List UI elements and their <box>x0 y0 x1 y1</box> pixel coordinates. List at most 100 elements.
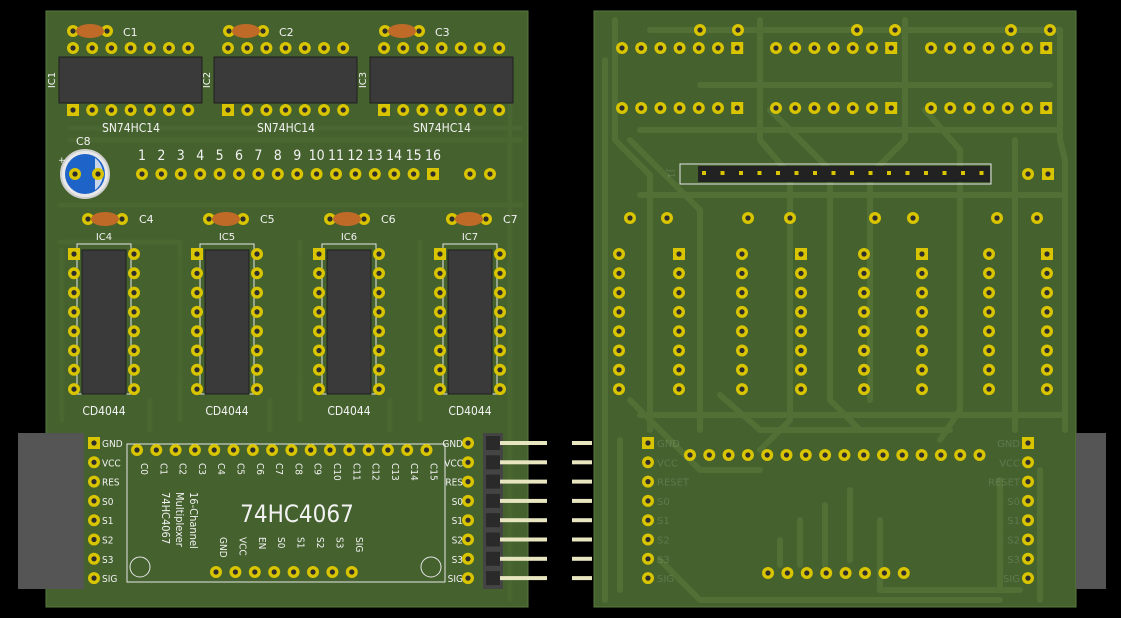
j1-pin <box>794 171 799 175</box>
header-number: 8 <box>274 148 282 164</box>
drill-hole <box>715 45 721 51</box>
back-control-label: S2 <box>657 536 670 547</box>
drill-hole <box>197 171 203 177</box>
drill-hole <box>128 45 134 51</box>
drill-hole <box>497 328 503 334</box>
control-label: RES <box>102 478 120 489</box>
drill-hole <box>437 270 443 276</box>
drill-hole <box>497 290 503 296</box>
drill-hole <box>966 105 973 111</box>
header-pin-long <box>490 460 547 465</box>
drill-hole <box>798 290 804 296</box>
header-pin-long <box>490 576 547 581</box>
drill-hole <box>321 45 327 51</box>
drill-hole <box>477 45 483 51</box>
drill-hole <box>166 107 172 113</box>
header-pin-short <box>572 518 592 523</box>
ic-body <box>58 56 203 104</box>
drill-hole <box>381 107 387 113</box>
capacitor-body <box>388 24 416 38</box>
drill-hole <box>71 309 77 315</box>
drill-hole <box>616 309 622 315</box>
drill-hole <box>677 105 683 111</box>
drill-hole <box>664 215 670 221</box>
drill-hole <box>627 215 633 221</box>
back-control-label: S0 <box>657 497 670 508</box>
control-label: S1 <box>452 516 463 527</box>
drill-hole <box>244 45 250 51</box>
drill-hole <box>376 251 382 257</box>
drill-hole <box>458 107 464 113</box>
drill-hole <box>869 105 875 111</box>
drill-hole <box>850 45 856 51</box>
capacitor-body <box>333 212 361 226</box>
drill-hole <box>194 309 200 315</box>
back-control-label: VCC <box>657 458 678 469</box>
drill-hole <box>773 45 779 51</box>
header-pin-base <box>486 571 500 586</box>
drill-hole <box>888 45 894 51</box>
drill-hole <box>616 367 622 373</box>
header-pin-long <box>490 537 547 542</box>
drill-hole <box>316 290 322 296</box>
header-pin-long <box>490 498 547 503</box>
drill-hole <box>676 290 682 296</box>
header-pin-short <box>572 479 592 484</box>
drill-hole <box>1044 367 1050 373</box>
back-control-label: SIG <box>1003 574 1020 585</box>
drill-hole <box>1044 290 1050 296</box>
drill-hole <box>861 452 867 458</box>
drill-hole <box>739 290 745 296</box>
drill-hole <box>465 575 471 581</box>
drill-hole <box>439 45 445 51</box>
drill-hole <box>316 328 322 334</box>
drill-hole <box>899 452 905 458</box>
drill-hole <box>1043 105 1049 111</box>
drill-hole <box>465 536 471 543</box>
drill-hole <box>72 171 78 177</box>
drill-hole <box>645 536 651 543</box>
drill-hole <box>158 171 164 177</box>
drill-hole <box>271 569 277 575</box>
j1-ref: J1 <box>665 168 676 178</box>
drill-hole <box>1024 105 1030 111</box>
drill-hole <box>316 367 322 373</box>
drill-hole <box>901 570 907 576</box>
drill-hole <box>372 171 378 177</box>
drill-hole <box>676 251 682 257</box>
drill-hole <box>391 171 397 177</box>
drill-hole <box>986 347 992 354</box>
drill-hole <box>244 107 250 113</box>
j1-pin <box>776 171 780 175</box>
channel-label: C7 <box>273 463 284 475</box>
drill-hole <box>497 347 503 354</box>
module-desc: Multiplexer <box>173 492 186 548</box>
drill-hole <box>616 386 622 392</box>
drill-hole <box>263 45 269 51</box>
header-pin-long <box>490 441 547 445</box>
ic-body <box>81 249 127 395</box>
capacitor-label: C3 <box>435 26 450 39</box>
header-pin-long <box>490 479 547 484</box>
ic-ref: IC1 <box>47 72 58 88</box>
drill-hole <box>831 105 837 111</box>
channel-label: C10 <box>331 463 342 481</box>
drill-hole <box>131 386 137 392</box>
module-desc: 74HC4067 <box>159 492 172 544</box>
drill-hole <box>1045 171 1051 177</box>
drill-hole <box>416 28 422 34</box>
drill-hole <box>811 105 818 111</box>
drill-hole <box>888 105 894 111</box>
drill-hole <box>919 290 925 296</box>
drill-hole <box>966 45 973 51</box>
drill-hole <box>91 575 97 581</box>
drill-hole <box>676 309 682 315</box>
channel-label: C0 <box>138 463 149 475</box>
drill-hole <box>645 459 651 465</box>
drill-hole <box>645 479 651 485</box>
module-outline <box>126 443 446 583</box>
drill-hole <box>783 452 790 458</box>
mount-hole <box>129 556 151 578</box>
